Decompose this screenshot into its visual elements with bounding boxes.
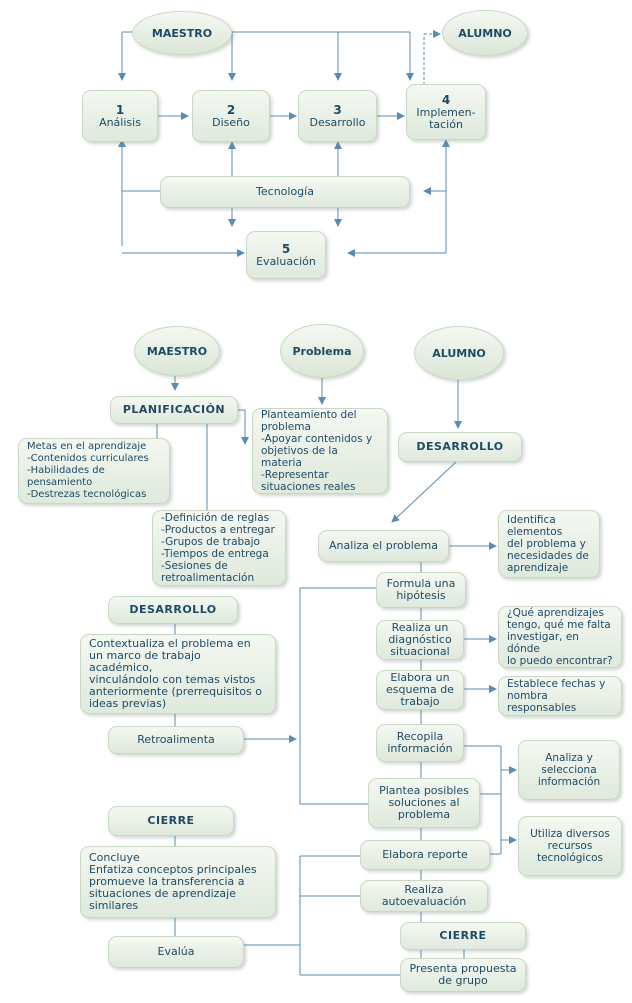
maestro-label: MAESTRO [151,26,213,40]
analiza-problema-label: Analiza el problema [329,539,438,552]
step-desarrollo-label: Desarrollo [309,115,366,129]
problema-oval: Problema [280,324,364,378]
step-analisis-label: Análisis [99,115,141,129]
maestro-oval-2: MAESTRO [134,326,220,376]
desarrollo-alumno-label: DESARROLLO [416,440,504,453]
planificacion-box: PLANIFICACIÓN [110,396,238,424]
autoevaluacion-box: Realiza autoevaluación [360,880,488,912]
step-analisis-number: 1 [115,102,125,117]
alumno-oval: ALUMNO [442,10,528,56]
maestro-oval: MAESTRO [132,11,232,55]
analiza-selecciona-box: Analiza y selecciona información [518,740,620,800]
alumno-oval-2: ALUMNO [414,326,504,380]
step-diseno: 2 Diseño [192,90,270,142]
metas-text: Metas en el aprendizaje -Contenidos curr… [27,441,149,500]
concluye-text: Concluye Enfatiza conceptos principales … [89,851,257,912]
desarrollo-maestro-box: DESARROLLO [108,596,238,624]
reporte-text: Elabora reporte [382,848,468,861]
step-evaluacion: 5 Evaluación [246,231,326,279]
identifica-box: Identifica elementos del problema y nece… [498,510,600,578]
tecnologia-label: Tecnología [256,185,314,198]
cierre-maestro-label: CIERRE [147,814,195,827]
recopila-box: Recopila información [376,724,464,762]
contextualiza-box: Contextualiza el problema en un marco de… [80,634,276,714]
esquema-box: Elabora un esquema de trabajo [376,670,464,710]
establece-text: Establece fechas y nombra responsables [507,678,606,714]
problema-label: Problema [292,344,352,358]
formula-box: Formula una hipótesis [376,572,466,608]
autoevaluacion-text: Realiza autoevaluación [381,883,467,908]
alumno-label-2: ALUMNO [432,346,486,360]
esquema-text: Elabora un esquema de trabajo [386,671,454,708]
step-diseno-number: 2 [226,102,236,117]
retroalimenta-box: Retroalimenta [108,726,244,754]
diagnostico-text: Realiza un diagnóstico situacional [388,621,452,658]
formula-text: Formula una hipótesis [386,577,456,602]
analiza-selecciona-text: Analiza y selecciona información [537,752,601,788]
presenta-text: Presenta propuesta de grupo [409,962,517,987]
contextualiza-text: Contextualiza el problema en un marco de… [89,637,262,710]
step-implementacion: 4 Implemen- tación [406,84,486,140]
analiza-problema-box: Analiza el problema [318,530,449,562]
step-desarrollo-number: 3 [333,102,342,117]
desarrollo-maestro-label: DESARROLLO [129,603,217,616]
reporte-box: Elabora reporte [360,840,490,870]
identifica-text: Identifica elementos del problema y nece… [507,514,589,574]
evalua-label: Evalúa [157,945,195,958]
planteamiento-box: Planteamiento del problema -Apoyar conte… [252,408,388,494]
utiliza-box: Utiliza diversos recursos tecnológicos [518,816,622,876]
cierre-alumno-box: CIERRE [400,922,526,950]
presenta-box: Presenta propuesta de grupo [400,958,526,992]
recopila-text: Recopila información [387,730,453,755]
step-analisis: 1 Análisis [82,90,158,142]
que-aprendizajes-box: ¿Qué aprendizajes tengo, qué me falta in… [498,606,622,668]
step-desarrollo: 3 Desarrollo [298,90,377,142]
desarrollo-alumno-box: DESARROLLO [398,432,522,462]
maestro-label-2: MAESTRO [146,344,208,358]
plantea-box: Plantea posibles soluciones al problema [368,778,480,828]
alumno-label: ALUMNO [458,26,512,40]
retroalimenta-label: Retroalimenta [137,733,215,746]
concluye-box: Concluye Enfatiza conceptos principales … [80,846,276,918]
evalua-box: Evalúa [108,936,244,968]
metas-box: Metas en el aprendizaje -Contenidos curr… [18,438,170,504]
cierre-maestro-box: CIERRE [108,806,234,836]
cierre-alumno-label: CIERRE [439,929,487,942]
step-evaluacion-label: Evaluación [256,254,316,268]
establece-box: Establece fechas y nombra responsables [498,676,622,716]
que-aprendizajes-text: ¿Qué aprendizajes tengo, qué me falta in… [507,607,613,667]
step-implementacion-label: Implemen- tación [416,105,476,131]
plantea-text: Plantea posibles soluciones al problema [379,784,469,821]
step-evaluacion-number: 5 [281,241,291,256]
step-implementacion-number: 4 [441,92,451,107]
planificacion-label: PLANIFICACIÓN [122,403,226,416]
diagnostico-box: Realiza un diagnóstico situacional [376,620,464,660]
utiliza-text: Utiliza diversos recursos tecnológicos [530,828,610,864]
definicion-box: -Definición de reglas -Productos a entre… [152,510,286,586]
definicion-text: -Definición de reglas -Productos a entre… [161,512,275,584]
tecnologia-box: Tecnología [160,176,410,208]
step-diseno-label: Diseño [212,115,250,129]
planteamiento-text: Planteamiento del problema -Apoyar conte… [261,409,373,493]
